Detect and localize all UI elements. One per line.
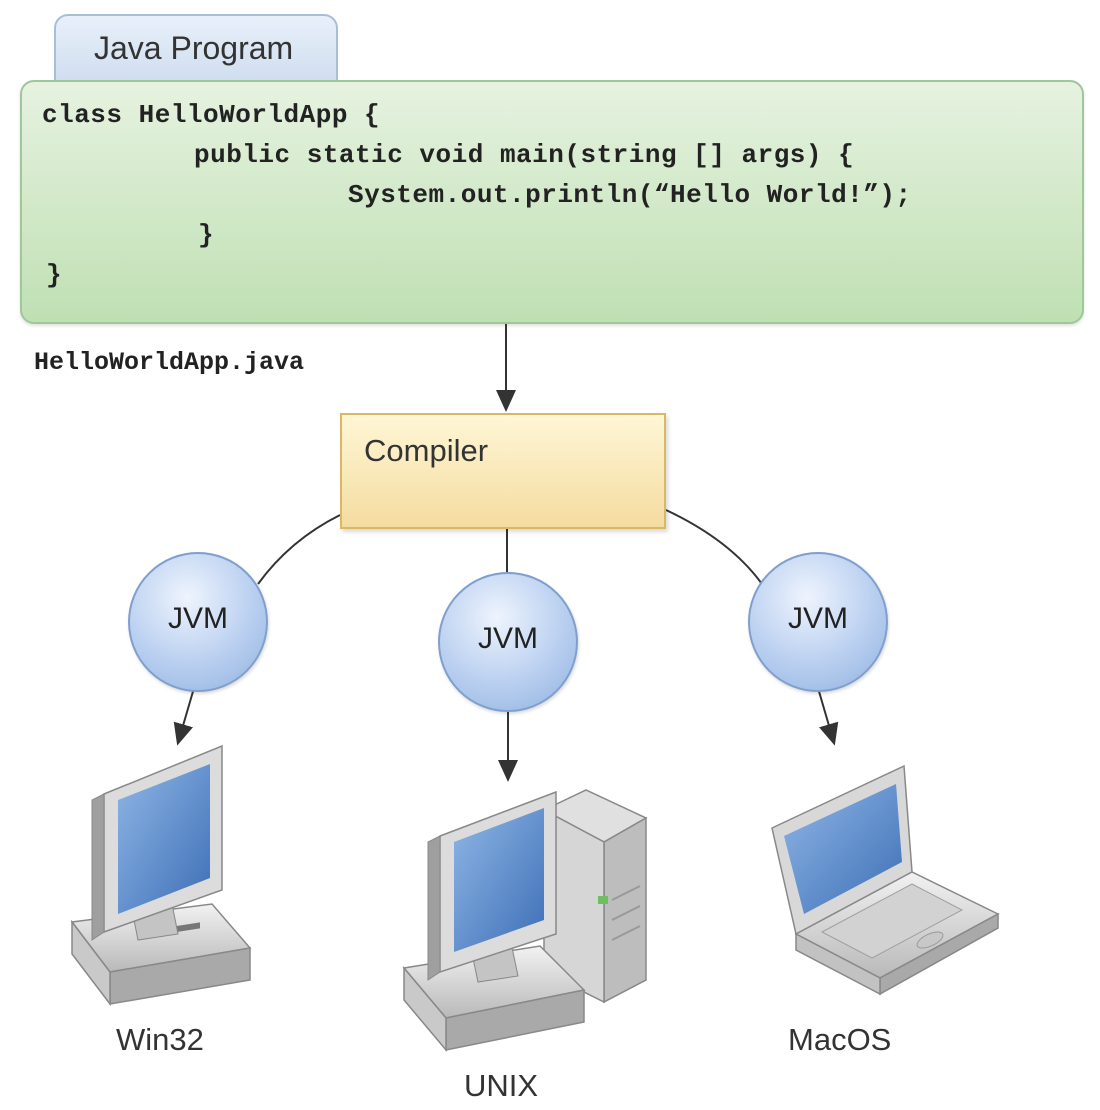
platform-label-macos: MacOS <box>788 1022 892 1057</box>
code-line: class HelloWorldApp { <box>42 100 381 130</box>
code-line: } <box>198 220 215 250</box>
code-line: public static void main(string [] args) … <box>194 140 855 170</box>
workstation-tower-icon <box>402 789 648 1053</box>
jvm-node-win32: JVM <box>128 552 268 692</box>
arrow-jvm-to-win32 <box>173 687 195 746</box>
jvm-label: JVM <box>478 622 538 655</box>
platform-label-unix: UNIX <box>464 1068 539 1103</box>
arrow-jvm-to-macos <box>817 687 839 746</box>
compiler-label: Compiler <box>364 433 489 468</box>
jvm-node-macos: JVM <box>748 552 888 692</box>
code-line: System.out.println(“Hello World!”); <box>348 180 912 210</box>
code-panel: class HelloWorldApp { public static void… <box>20 80 1084 324</box>
jvm-label: JVM <box>168 602 228 635</box>
laptop-icon <box>771 764 1000 996</box>
desktop-computer-icon <box>70 744 252 1007</box>
connector-compiler-to-jvm-macos <box>665 509 763 585</box>
jvm-node-unix: JVM <box>438 572 578 712</box>
connector-compiler-to-jvm-win32 <box>257 514 341 585</box>
source-filename: HelloWorldApp.java <box>34 348 305 377</box>
platform-label-win32: Win32 <box>116 1022 204 1057</box>
java-program-label: Java Program <box>94 30 294 66</box>
jvm-label: JVM <box>788 602 848 635</box>
code-line: } <box>46 260 63 290</box>
java-program-tab: Java Program <box>54 14 338 84</box>
compiler-box: Compiler <box>340 413 666 529</box>
